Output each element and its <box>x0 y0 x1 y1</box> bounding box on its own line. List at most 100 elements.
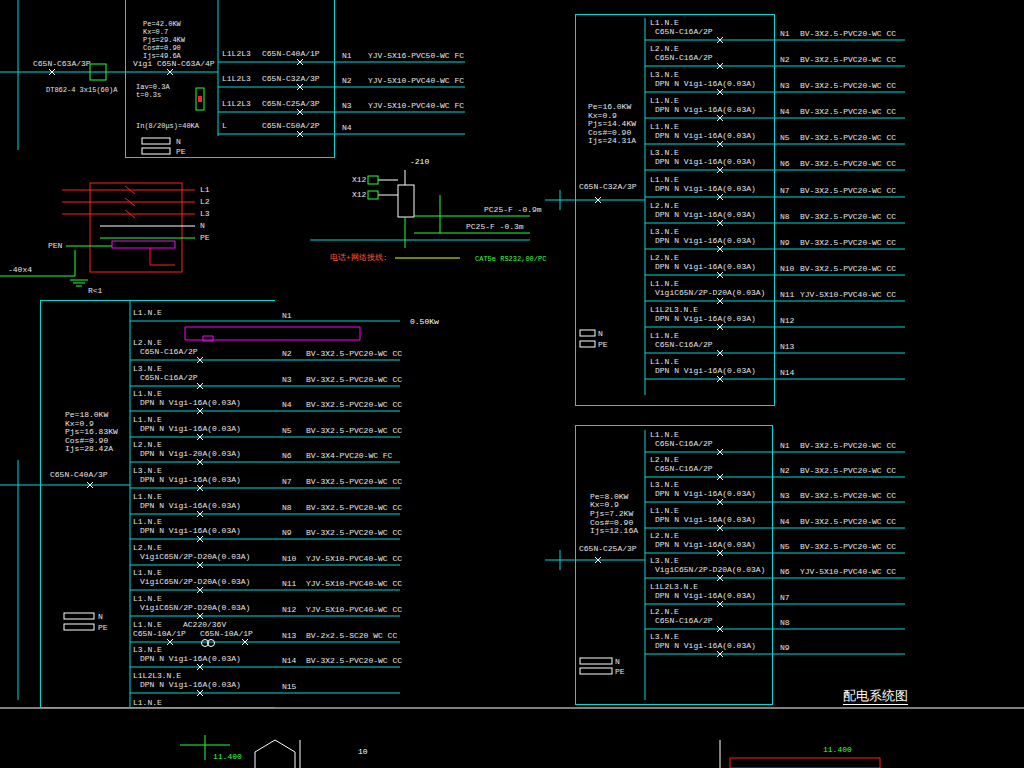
panel-text: L1L2L3.N.E <box>133 671 181 681</box>
panel-text: L1.N.E <box>133 517 162 527</box>
panel-text: DPN N Vigi-16A(0.03A) <box>655 591 756 601</box>
panel-text: L3.N.E <box>650 632 679 642</box>
annotation-label: BV-3X2.5-PVC20-WC CC <box>800 107 896 117</box>
annotation-label: BV-3X2.5-PVC20-WC CC <box>306 656 402 666</box>
distribution-panel: Pe=8.0KWKx=0.9Pjs=7.2KWCos#=0.90Ijs=12.1… <box>575 425 773 705</box>
annotation-label: BV-3X2.5-PVC20-WC CC <box>306 349 402 359</box>
panel-text: DPN N Vigi-16A(0.03A) <box>140 398 241 408</box>
panel-text: C65N-C16A/2P <box>655 464 713 474</box>
annotation-label: N9 <box>780 238 790 248</box>
panel-text: C65N-C16A/2P <box>140 347 198 357</box>
annotation-label: BV-3X2.5-PVC20-WC CC <box>800 264 896 274</box>
transformer-symbol <box>202 640 215 647</box>
panel-text: N <box>98 612 103 622</box>
annotation-label: YJV-5X10-PVC40-WC FC <box>368 76 464 86</box>
panel-text: DPN N Vigi-16A(0.03A) <box>655 79 756 89</box>
annotation-label: PC25-F -0.3m <box>466 222 524 232</box>
annotation-label: N <box>200 221 205 231</box>
panel-text: L2.N.E <box>650 201 679 211</box>
panel-text: Kx=0.7 <box>143 28 168 37</box>
panel-text: DPN N Vigi-16A(0.03A) <box>655 157 756 167</box>
panel-text: DPN N Vigi-16A(0.03A) <box>655 314 756 324</box>
panel-text: DPN N Vigi-16A(0.03A) <box>655 236 756 246</box>
panel-text: DPN N Vigi-16A(0.03A) <box>655 262 756 272</box>
panel-text: L2.N.E <box>650 607 679 617</box>
terminal-block <box>64 138 612 674</box>
panel-text: L3.N.E <box>133 364 162 374</box>
panel-text: PE <box>98 623 108 633</box>
panel-text: L <box>222 121 227 131</box>
annotation-label: BV-3X2.5-PVC20-WC CC <box>800 29 896 39</box>
annotation-label: N6 <box>282 451 292 461</box>
annotation-label: X12 <box>352 175 366 185</box>
panel-text: L2.N.E <box>650 44 679 54</box>
annotation-label: DT862-4 3x15(60)A <box>46 86 117 95</box>
panel-text: DPN N Vigi-16A(0.03A) <box>140 680 241 690</box>
annotation-label: L2 <box>200 197 210 207</box>
annotation-label: PEN <box>48 241 62 251</box>
annotation-label: BV-2x2.5-SC20 WC CC <box>306 631 397 641</box>
annotation-label: BV-3X2.5-PVC20-WC CC <box>800 81 896 91</box>
panel-text: L1.N.E <box>650 430 679 440</box>
panel-text: DPN N Vigi-16A(0.03A) <box>140 475 241 485</box>
annotation-label: N15 <box>282 682 296 692</box>
annotation-label: BV-3X2.5-PVC20-WC CC <box>800 186 896 196</box>
annotation-label: N2 <box>342 76 352 86</box>
panel-text: In(8/20μs)=40KA <box>136 122 199 131</box>
annotation-label: BV-3X2.5-PVC20-WC CC <box>800 55 896 65</box>
annotation-label: BV-3X2.5-PVC20-WC CC <box>306 528 402 538</box>
panel-busbar <box>545 18 905 395</box>
annotation-label: N10 <box>780 264 794 274</box>
annotation-label: N1 <box>342 51 352 61</box>
panel-text: L1.N.E <box>133 568 162 578</box>
annotation-label: BV-3X2.5-PVC20-WC CC <box>306 400 402 410</box>
annotation-label: N8 <box>780 212 790 222</box>
annotation-label: N7 <box>780 186 790 196</box>
panel-text: L1.N.E <box>133 492 162 502</box>
annotation-label: X12 <box>352 190 366 200</box>
annotation-label: PC25-F -0.9m <box>484 205 542 215</box>
panel-text: C65N-C16A/2P <box>140 373 198 383</box>
annotation-label: BV-3X2.5-PVC20-WC CC <box>800 159 896 169</box>
annotation-label: N11 <box>282 579 296 589</box>
annotation-label: BV-3X2.5-PVC20-WC CC <box>800 212 896 222</box>
panel-text: Pe=18.0KW <box>65 410 108 420</box>
drawing-title: 配电系统图 <box>843 688 908 705</box>
annotation-label: N3 <box>282 375 292 385</box>
annotation-label: N8 <box>282 503 292 513</box>
annotation-label: C65N-C63A/3P <box>33 59 91 69</box>
panel-text: L1L2L3 <box>222 74 251 84</box>
panel-text: DPN N Vigi-16A(0.03A) <box>655 131 756 141</box>
annotation-label: -210 <box>410 157 429 167</box>
panel-text: L3.N.E <box>650 556 679 566</box>
panel-text: C65N-C50A/2P <box>262 121 320 131</box>
distribution-panel: Pe=18.0KWKx=0.9Pjs=16.83KWCos#=0.90Ijs=2… <box>40 300 275 708</box>
panel-text: L3.N.E <box>650 148 679 158</box>
annotation-label: N7 <box>282 477 292 487</box>
annotation-label: N2 <box>282 349 292 359</box>
distribution-panel: Pe=42.0KWKx=0.7Pjs=29.4KWCos#=0.90Ijs=49… <box>125 0 335 158</box>
panel-text: L1.N.E <box>133 594 162 604</box>
annotation-label: BV-3X2.5-PVC20-WC CC <box>800 517 896 527</box>
annotation-label: YJV-5X10-PVC40-WC CC <box>306 554 402 564</box>
panel-text: DPN N Vigi-16A(0.03A) <box>140 654 241 664</box>
panel-text: L1.N.E <box>650 506 679 516</box>
annotation-label: N14 <box>282 656 296 666</box>
panel-text: Pjs=16.83KW <box>65 427 118 437</box>
panel-text: L1L2L3 <box>222 99 251 109</box>
panel-text: Pe=42.0KW <box>143 20 181 29</box>
panel-text: Ijs=24.31A <box>588 136 636 146</box>
panel-text: L1L2L3.N.E <box>650 305 698 315</box>
panel-text: DPN N Vigi-16A(0.03A) <box>655 641 756 651</box>
panel-text: L2.N.E <box>133 338 162 348</box>
annotation-label: N7 <box>780 593 790 603</box>
panel-text: C65N-C32A/3P <box>579 182 637 192</box>
annotation-label: L1 <box>200 185 210 195</box>
annotation-label: N10 <box>282 554 296 564</box>
panel-text: Cos#=0.90 <box>143 44 181 53</box>
panel-text: L3.N.E <box>650 227 679 237</box>
panel-text: Pjs=29.4KW <box>143 36 185 45</box>
annotation-label: N3 <box>342 101 352 111</box>
grounding-drawing <box>0 183 195 286</box>
panel-text: Pe=16.0KW <box>588 102 631 112</box>
